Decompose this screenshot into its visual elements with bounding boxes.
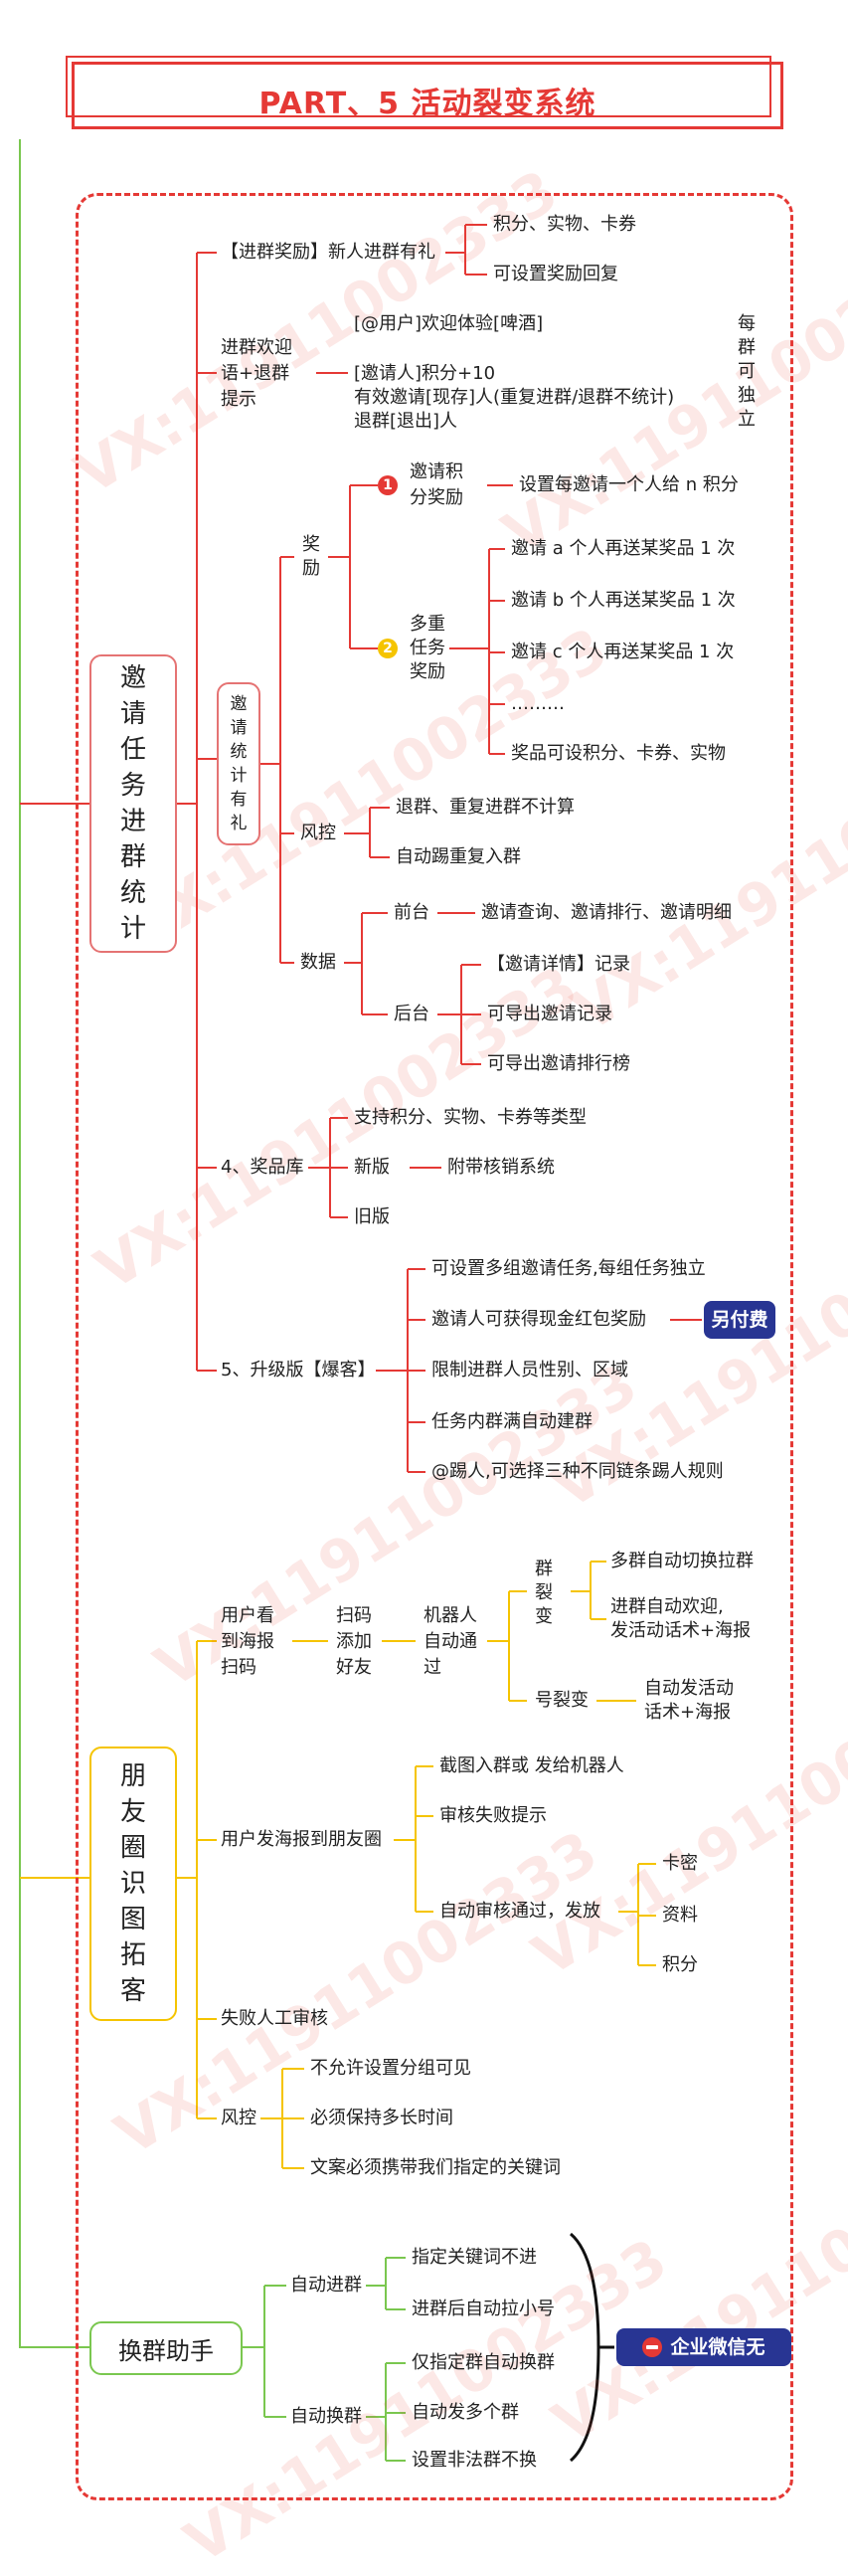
group-fission-item: 进群自动欢迎, 发活动话术+海报 — [610, 1596, 752, 1641]
back-item: 可导出邀请排行榜 — [487, 1053, 630, 1074]
welcome-tip: 进群欢迎 语+退群 提示 — [221, 337, 292, 410]
moments-risk: 风控 — [221, 2108, 256, 2128]
front-item: 邀请查询、邀请排行、邀请明细 — [481, 902, 732, 923]
back-item: 可导出邀请记录 — [487, 1004, 612, 1024]
prize-library: 4、奖品库 — [221, 1157, 304, 1178]
group-fission-item: 多群自动切换拉群 — [610, 1551, 754, 1571]
page-title: PART、5 活动裂变系统 — [258, 87, 596, 121]
account-fission-item: 自动发活动 话术+海报 — [644, 1678, 734, 1723]
join-reward-item: 可设置奖励回复 — [493, 264, 618, 284]
number-one-badge: 1 — [378, 475, 398, 495]
upgrade-version: 5、升级版【爆客】 — [221, 1360, 376, 1380]
join-reward-item: 积分、实物、卡券 — [493, 214, 636, 235]
join-reward: 【进群奖励】新人进群有礼 — [221, 242, 435, 263]
auto-join: 自动进群 — [290, 2275, 362, 2296]
reward-points: 邀请积 分奖励 — [410, 461, 463, 508]
moments-risk-item: 不允许设置分组可见 — [310, 2058, 471, 2079]
manual-review: 失败人工审核 — [221, 2008, 328, 2029]
welcome-item: [邀请人]积分+10 有效邀请[现存]人(重复进群/退群不统计) 退群[退出]人 — [354, 363, 675, 432]
moments-risk-item: 必须保持多长时间 — [310, 2108, 453, 2128]
reward-type: 卡密 — [662, 1853, 698, 1874]
auto-switch-item: 自动发多个群 — [412, 2402, 519, 2423]
moments-item: 审核失败提示 — [439, 1805, 547, 1826]
invite-stat-box: 邀请 统计 有礼 — [217, 682, 260, 845]
scan-add-friend: 扫码 添加 好友 — [336, 1605, 372, 1678]
risk-label: 风控 — [300, 823, 336, 843]
upgrade-item: 可设置多组邀请任务,每组任务独立 — [431, 1258, 706, 1279]
prize-item: 支持积分、实物、卡券等类型 — [354, 1107, 587, 1128]
reward-type: 积分 — [662, 1954, 698, 1975]
no-wecom-badge: 企业微信无 — [616, 2328, 791, 2366]
back-label: 后台 — [394, 1004, 429, 1024]
reward-task-item: 奖品可设积分、卡券、实物 — [511, 743, 726, 764]
root-invite-task: 邀请 任务 进群 统计 — [89, 654, 177, 953]
root-group-switch: 换群助手 — [89, 2321, 243, 2375]
prize-item: 旧版 — [354, 1206, 390, 1227]
content-frame — [76, 193, 793, 2500]
prize-item: 新版 — [354, 1157, 390, 1178]
risk-item: 自动踢重复入群 — [396, 846, 521, 867]
prize-new-item: 附带核销系统 — [447, 1157, 555, 1178]
data-label: 数据 — [300, 952, 336, 973]
reward-label: 奖 励 — [302, 534, 320, 579]
moments-item: 截图入群或 发给机器人 — [439, 1755, 624, 1776]
risk-item: 退群、重复进群不计算 — [396, 797, 575, 818]
reward-task-item: ……… — [511, 693, 565, 714]
upgrade-item: 限制进群人员性别、区域 — [431, 1360, 628, 1380]
extra-fee-badge: 另付费 — [704, 1301, 775, 1339]
front-label: 前台 — [394, 902, 429, 923]
account-fission: 号裂变 — [535, 1690, 589, 1711]
back-item: 【邀请详情】记录 — [487, 954, 630, 975]
auto-switch: 自动换群 — [290, 2406, 362, 2427]
upgrade-item: 任务内群满自动建群 — [431, 1411, 593, 1432]
reward-task-item: 邀请 c 个人再送某奖品 1 次 — [511, 642, 735, 662]
welcome-item: [@用户]欢迎体验[啤酒] — [354, 313, 544, 334]
root-moments-image: 朋友 圈识 图拓 客 — [89, 1747, 177, 2021]
reward-points-item: 设置每邀请一个人给 n 积分 — [519, 474, 739, 495]
upgrade-item: @踢人,可选择三种不同链条踢人规则 — [431, 1461, 724, 1482]
robot-auto-approve: 机器人 自动通 过 — [424, 1605, 477, 1678]
auto-join-item: 进群后自动拉小号 — [412, 2299, 555, 2319]
group-fission: 群 裂 变 — [535, 1559, 553, 1627]
moments-risk-item: 文案必须携带我们指定的关键词 — [310, 2157, 561, 2178]
reward-type: 资料 — [662, 1905, 698, 1926]
moments-item: 自动审核通过，发放 — [439, 1901, 600, 1922]
reward-multi-task: 多重 任务 奖励 — [410, 614, 445, 682]
welcome-note: 每 群 可 独 立 — [738, 313, 756, 430]
no-entry-icon — [642, 2337, 663, 2357]
moments-post: 用户发海报到朋友圈 — [221, 1829, 382, 1850]
reward-task-item: 邀请 a 个人再送某奖品 1 次 — [511, 538, 736, 559]
auto-join-item: 指定关键词不进 — [412, 2247, 537, 2268]
upgrade-item: 邀请人可获得现金红包奖励 — [431, 1309, 646, 1330]
auto-switch-item: 仅指定群自动换群 — [412, 2352, 555, 2373]
title-banner: PART、5 活动裂变系统 — [66, 56, 783, 129]
auto-switch-item: 设置非法群不换 — [412, 2450, 537, 2471]
number-two-badge: 2 — [378, 639, 398, 658]
reward-task-item: 邀请 b 个人再送某奖品 1 次 — [511, 590, 736, 611]
scan-poster: 用户看 到海报 扫码 — [221, 1605, 274, 1678]
